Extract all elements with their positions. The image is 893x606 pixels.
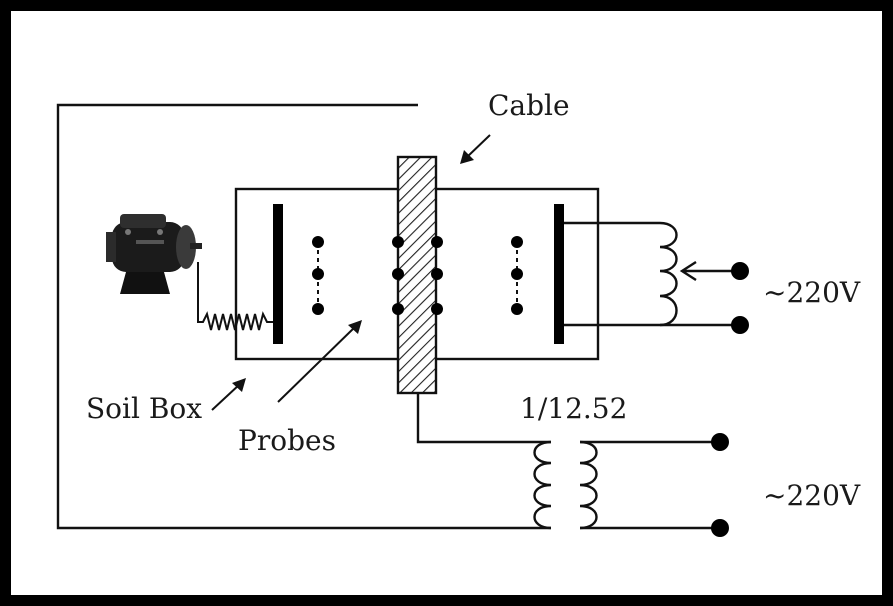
probes-label: Probes	[238, 424, 336, 457]
probes-pointer-arrow	[277, 320, 362, 403]
probe-column-cable-left	[392, 236, 404, 315]
variac-coil	[659, 221, 678, 327]
probe-column-left	[312, 236, 324, 315]
cable-lower-wire	[416, 393, 551, 444]
soil-box-pointer-arrow	[211, 378, 246, 411]
outer-loop-wire	[56, 103, 551, 530]
soil-box-label: Soil Box	[86, 392, 202, 425]
terminal-top-1	[731, 262, 749, 280]
terminal-bottom-1	[711, 433, 729, 451]
transformer-secondary-coil	[579, 440, 598, 530]
motor-spring	[197, 262, 273, 331]
voltage-top-label: ~220V	[763, 276, 861, 309]
right-electrode-plate	[554, 204, 564, 344]
cable-label: Cable	[488, 89, 570, 122]
variac-wires	[564, 221, 740, 327]
variac-wiper-arrow	[679, 260, 740, 282]
transformer-output-wires	[580, 440, 720, 530]
voltage-bottom-label: ~220V	[763, 479, 861, 512]
left-electrode-plate	[273, 204, 283, 344]
probe-column-right	[511, 236, 523, 315]
terminal-bottom-2	[711, 519, 729, 537]
terminal-top-2	[731, 316, 749, 334]
transformer-primary-coil	[533, 440, 552, 530]
motor-icon	[106, 214, 202, 294]
transformer-ratio-label: 1/12.52	[520, 392, 627, 425]
cable-pointer-arrow	[460, 134, 491, 164]
probe-column-cable-right	[431, 236, 443, 315]
